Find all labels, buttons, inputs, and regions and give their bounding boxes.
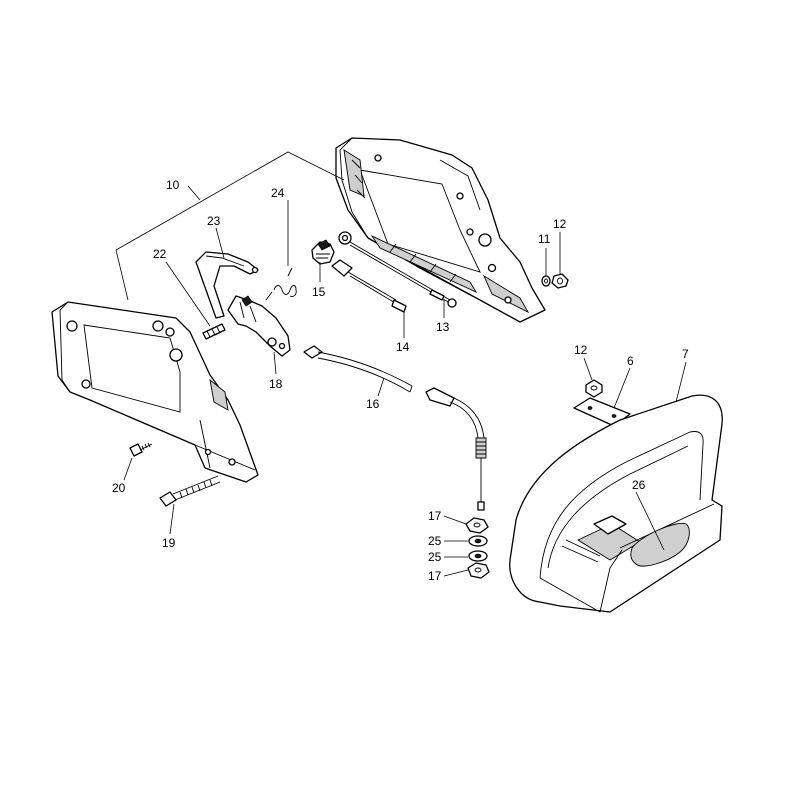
washer-25-upper bbox=[468, 535, 488, 547]
handle-half-left bbox=[51, 301, 259, 483]
callout-12-top: 12 bbox=[553, 217, 567, 231]
callout-13: 13 bbox=[436, 320, 450, 334]
ground-wire-13 bbox=[338, 231, 457, 308]
screw-20 bbox=[129, 442, 153, 457]
throttle-cable-16 bbox=[303, 345, 487, 511]
assembly-bracket-10 bbox=[115, 151, 345, 301]
nut-12-top bbox=[551, 273, 569, 289]
nut-12-mid bbox=[585, 379, 603, 398]
pin-22 bbox=[202, 323, 226, 340]
washer-25-lower bbox=[468, 550, 488, 562]
callout-6: 6 bbox=[627, 354, 634, 368]
callout-25-upper: 25 bbox=[428, 534, 442, 548]
switch-15 bbox=[311, 239, 335, 265]
nut-17-lower bbox=[467, 562, 490, 579]
callout-25-lower: 25 bbox=[428, 550, 442, 564]
plate-6 bbox=[573, 397, 631, 427]
callout-24: 24 bbox=[271, 186, 285, 200]
callout-20: 20 bbox=[112, 481, 126, 495]
callout-11: 11 bbox=[538, 232, 551, 246]
callout-17-upper: 17 bbox=[428, 509, 442, 523]
callout-26: 26 bbox=[632, 478, 646, 492]
callout-17-lower: 17 bbox=[428, 569, 442, 583]
callout-18: 18 bbox=[269, 377, 283, 391]
callout-15: 15 bbox=[312, 285, 326, 299]
callout-22: 22 bbox=[153, 247, 167, 261]
callout-7: 7 bbox=[682, 347, 689, 361]
callout-10: 10 bbox=[166, 178, 180, 192]
callout-14: 14 bbox=[396, 340, 410, 354]
nut-17-upper bbox=[465, 517, 489, 534]
leader-lines bbox=[123, 200, 687, 577]
front-handle-7 bbox=[509, 394, 723, 613]
handle-half-right bbox=[335, 137, 546, 323]
stop-wire-14 bbox=[331, 259, 407, 313]
screw-19 bbox=[159, 475, 221, 507]
callout-12-mid: 12 bbox=[574, 343, 588, 357]
throttle-trigger-18 bbox=[227, 295, 291, 357]
callout-19: 19 bbox=[162, 536, 176, 550]
lockout-lever-23 bbox=[195, 251, 259, 319]
callout-16: 16 bbox=[366, 397, 380, 411]
spring-24 bbox=[265, 267, 297, 301]
washer-11 bbox=[541, 275, 551, 287]
callout-labels: 10 24 23 22 15 14 13 11 12 12 6 7 18 16 … bbox=[112, 178, 689, 583]
callout-23: 23 bbox=[207, 214, 221, 228]
